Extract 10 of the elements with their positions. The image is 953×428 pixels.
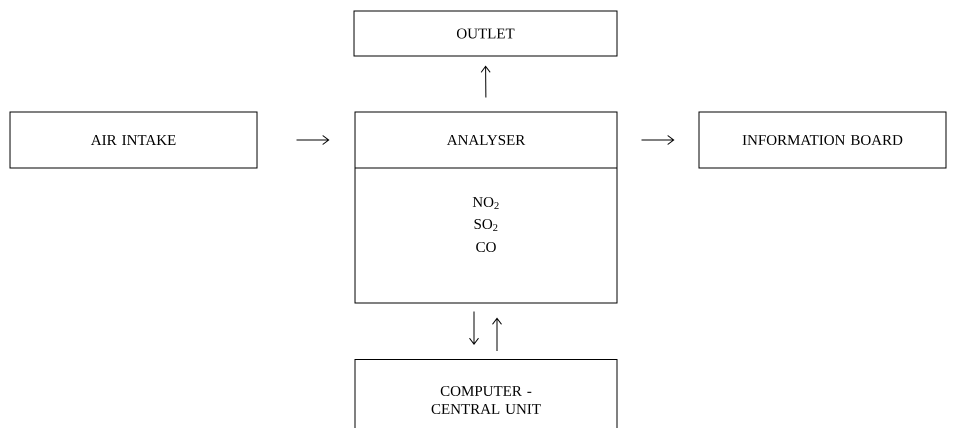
arrow [492, 318, 502, 352]
arrow [480, 66, 491, 98]
analyser-box: ANALYSER NO$_{2}$ SO$_{2}$ CO [354, 112, 618, 304]
process-box: INFORMATION BOARD [698, 112, 946, 168]
arrow [296, 135, 330, 145]
arrow [641, 135, 674, 145]
process-box: AIR INTAKE [10, 112, 258, 168]
process-box: OUTLET [354, 10, 618, 56]
arrow [469, 311, 479, 345]
process-box: COMPUTER -CENTRAL UNIT [354, 359, 618, 428]
